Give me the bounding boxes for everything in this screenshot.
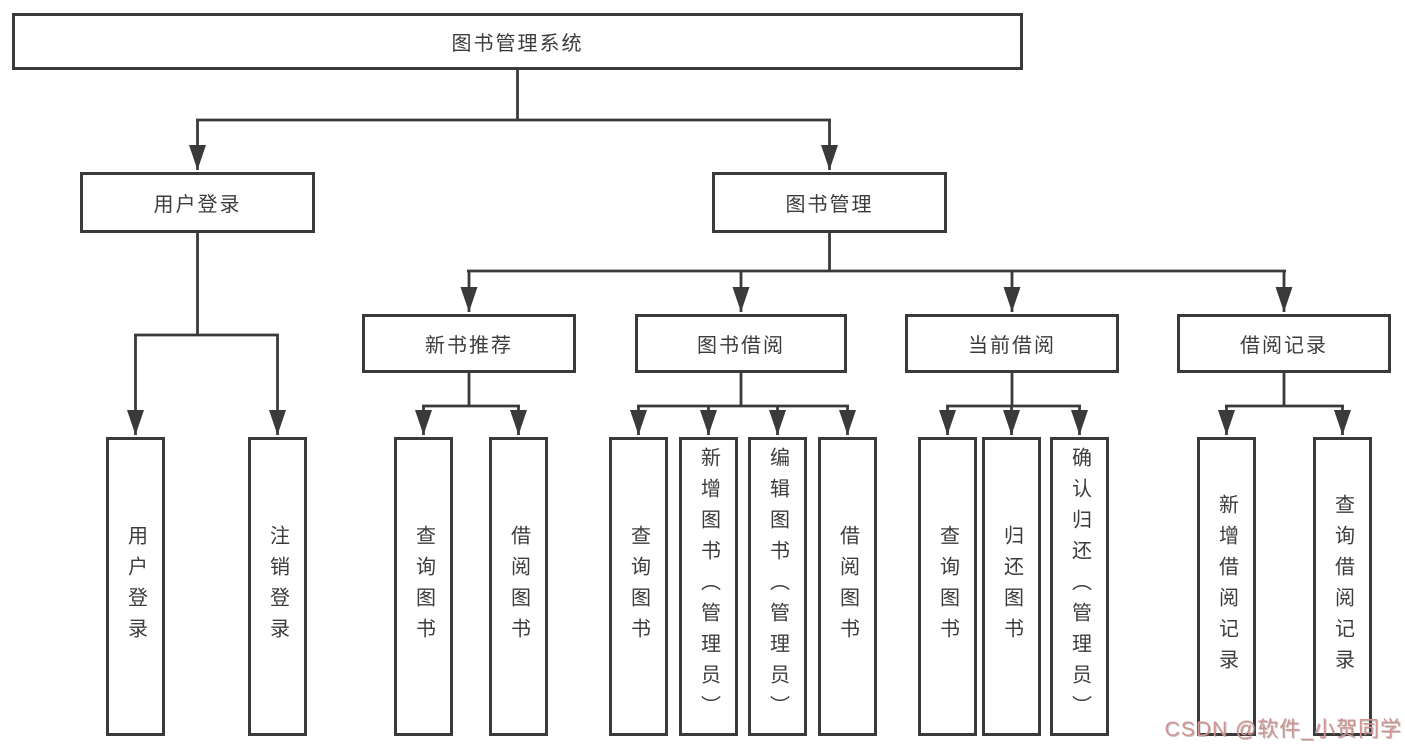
leaf-edit-books-admin-label: 编辑图书（管理员） xyxy=(766,447,789,726)
leaf-borrow-books-label: 借阅图书 xyxy=(836,524,859,649)
node-new-book-recommend: 新书推荐 xyxy=(362,314,576,373)
node-new-book-recommend-label: 新书推荐 xyxy=(425,335,513,357)
leaf-query-books-borrow-label: 查询图书 xyxy=(627,524,650,649)
leaf-query-books-recommend-label: 查询图书 xyxy=(412,524,435,649)
leaf-return-books-label: 归还图书 xyxy=(1000,524,1023,649)
arrow-lines xyxy=(127,120,1351,435)
watermark: CSDN @软件_小贺同学 xyxy=(1164,718,1402,741)
leaf-borrow-books: 借阅图书 xyxy=(818,437,877,736)
node-book-management: 图书管理 xyxy=(712,172,947,233)
leaf-add-books-admin: 新增图书（管理员） xyxy=(679,437,738,736)
leaf-logout-label: 注销登录 xyxy=(266,524,289,649)
node-root: 图书管理系统 xyxy=(12,13,1023,70)
branch-lines xyxy=(134,118,1344,408)
leaf-add-borrow-record-label: 新增借阅记录 xyxy=(1215,493,1238,680)
leaf-query-borrow-record-label: 查询借阅记录 xyxy=(1331,493,1354,680)
leaf-user-login-label: 用户登录 xyxy=(124,524,147,649)
node-borrowing-records: 借阅记录 xyxy=(1177,314,1391,373)
node-user-login: 用户登录 xyxy=(80,172,315,233)
node-book-borrowing-label: 图书借阅 xyxy=(697,335,785,357)
leaf-return-books: 归还图书 xyxy=(982,437,1041,736)
leaf-query-books-current: 查询图书 xyxy=(918,437,977,736)
leaf-logout: 注销登录 xyxy=(248,437,307,736)
node-book-management-label: 图书管理 xyxy=(785,194,874,216)
leaf-query-books-recommend: 查询图书 xyxy=(394,437,453,736)
leaf-query-borrow-record: 查询借阅记录 xyxy=(1313,437,1372,736)
leaf-confirm-return-admin-label: 确认归还（管理员） xyxy=(1068,447,1091,726)
leaf-add-books-admin-label: 新增图书（管理员） xyxy=(697,447,720,726)
node-current-borrowing-label: 当前借阅 xyxy=(968,335,1056,357)
node-root-label: 图书管理系统 xyxy=(451,33,584,55)
leaf-edit-books-admin: 编辑图书（管理员） xyxy=(748,437,807,736)
leaf-query-books-current-label: 查询图书 xyxy=(936,524,959,649)
node-book-borrowing: 图书借阅 xyxy=(635,314,847,373)
leaf-user-login: 用户登录 xyxy=(106,437,165,736)
leaf-query-books-borrow: 查询图书 xyxy=(609,437,668,736)
leaf-borrow-books-recommend: 借阅图书 xyxy=(489,437,548,736)
node-borrowing-records-label: 借阅记录 xyxy=(1240,335,1328,357)
leaf-borrow-books-recommend-label: 借阅图书 xyxy=(507,524,530,649)
node-current-borrowing: 当前借阅 xyxy=(905,314,1119,373)
leaf-add-borrow-record: 新增借阅记录 xyxy=(1197,437,1256,736)
leaf-confirm-return-admin: 确认归还（管理员） xyxy=(1050,437,1109,736)
node-user-login-label: 用户登录 xyxy=(153,194,242,216)
stem-lines xyxy=(196,70,1286,407)
